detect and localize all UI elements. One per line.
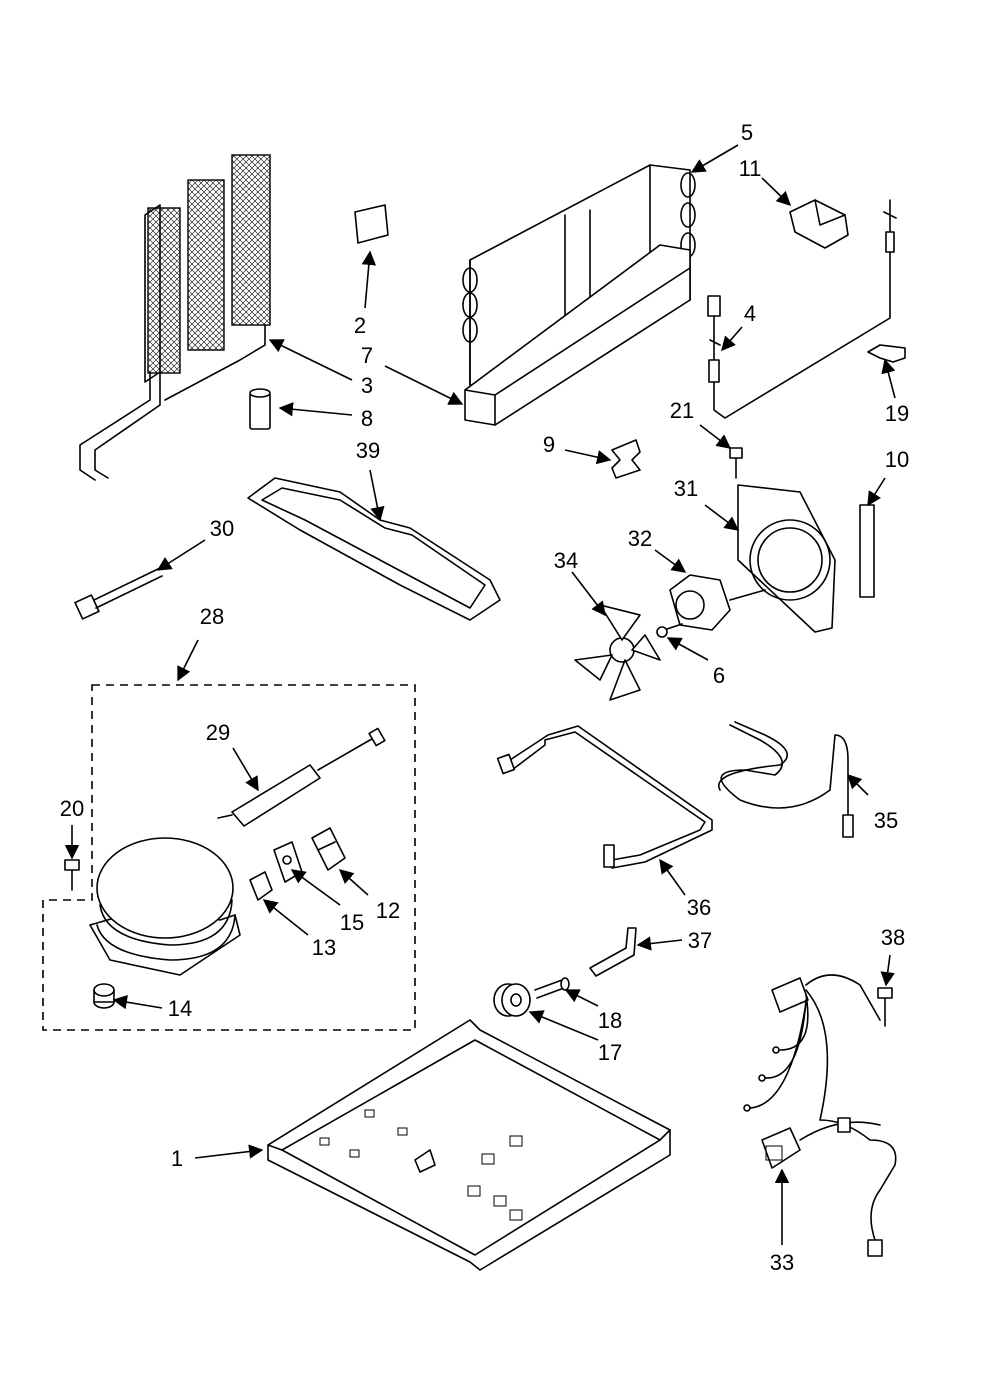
cylinder-part bbox=[249, 388, 271, 430]
callout-34: 34 bbox=[554, 548, 578, 573]
insulation-pad-part bbox=[354, 204, 389, 244]
compressor-screw-part bbox=[64, 859, 80, 891]
callout-13: 13 bbox=[312, 935, 336, 960]
callout-12: 12 bbox=[376, 898, 400, 923]
tube-assembly-part bbox=[496, 725, 713, 869]
strip-part bbox=[859, 504, 875, 598]
callout-3: 3 bbox=[361, 373, 373, 398]
callout-29: 29 bbox=[206, 720, 230, 745]
callout-17: 17 bbox=[598, 1040, 622, 1065]
sensor-part bbox=[74, 567, 163, 620]
screw-part bbox=[729, 447, 743, 479]
callout-18: 18 bbox=[598, 1008, 622, 1033]
callout-30: 30 bbox=[210, 516, 234, 541]
callout-8: 8 bbox=[361, 406, 373, 431]
callout-36: 36 bbox=[687, 895, 711, 920]
drain-pan-part bbox=[247, 477, 501, 621]
base-frame-part bbox=[267, 1019, 671, 1271]
evaporator-tray-part bbox=[464, 244, 691, 426]
callout-32: 32 bbox=[628, 526, 652, 551]
wire-harness-part bbox=[743, 974, 897, 1257]
condenser-coil-part bbox=[79, 154, 271, 481]
fan-motor-part bbox=[669, 574, 766, 631]
motor-screw-part bbox=[656, 623, 683, 638]
relay-cover-part bbox=[311, 827, 346, 871]
callout-2: 2 bbox=[354, 313, 366, 338]
drain-hose-part bbox=[718, 721, 854, 838]
clip-part bbox=[867, 344, 906, 363]
callout-4: 4 bbox=[744, 301, 756, 326]
fan-blade-part bbox=[574, 604, 661, 701]
callout-21: 21 bbox=[670, 398, 694, 423]
callout-28: 28 bbox=[200, 604, 224, 629]
grommet-part bbox=[93, 983, 115, 1009]
callout-15: 15 bbox=[340, 910, 364, 935]
callout-37: 37 bbox=[688, 928, 712, 953]
callout-10: 10 bbox=[885, 447, 909, 472]
fan-shroud-part bbox=[737, 484, 836, 633]
wheel-screw-part bbox=[534, 977, 570, 999]
compressor-kit-outline bbox=[42, 684, 416, 1031]
callout-20: 20 bbox=[60, 796, 84, 821]
callout-14: 14 bbox=[168, 996, 192, 1021]
callout-19: 19 bbox=[885, 401, 909, 426]
harness-screw-part bbox=[877, 987, 893, 1027]
callout-1: 1 bbox=[171, 1146, 183, 1171]
callout-33: 33 bbox=[770, 1250, 794, 1275]
callout-6: 6 bbox=[713, 663, 725, 688]
relay-part bbox=[273, 841, 303, 883]
drier-part bbox=[217, 727, 386, 827]
callout-35: 35 bbox=[874, 808, 898, 833]
overload-part bbox=[249, 871, 273, 901]
leader-lines bbox=[64, 144, 896, 1245]
callout-5: 5 bbox=[741, 120, 753, 145]
compressor-part bbox=[89, 837, 241, 976]
wheel-part bbox=[493, 983, 531, 1017]
callout-38: 38 bbox=[881, 925, 905, 950]
callout-numbers: 2 3 7 8 39 5 11 4 19 9 21 10 31 32 34 6 … bbox=[60, 120, 909, 1275]
bracket-part bbox=[611, 439, 641, 479]
callout-7: 7 bbox=[361, 343, 373, 368]
callout-39: 39 bbox=[356, 438, 380, 463]
l-tube-part bbox=[589, 927, 637, 977]
callout-11: 11 bbox=[739, 156, 762, 181]
callout-31: 31 bbox=[674, 476, 698, 501]
callout-9: 9 bbox=[543, 432, 555, 457]
cover-cap-part bbox=[789, 199, 849, 249]
thermistor-part bbox=[707, 199, 897, 419]
